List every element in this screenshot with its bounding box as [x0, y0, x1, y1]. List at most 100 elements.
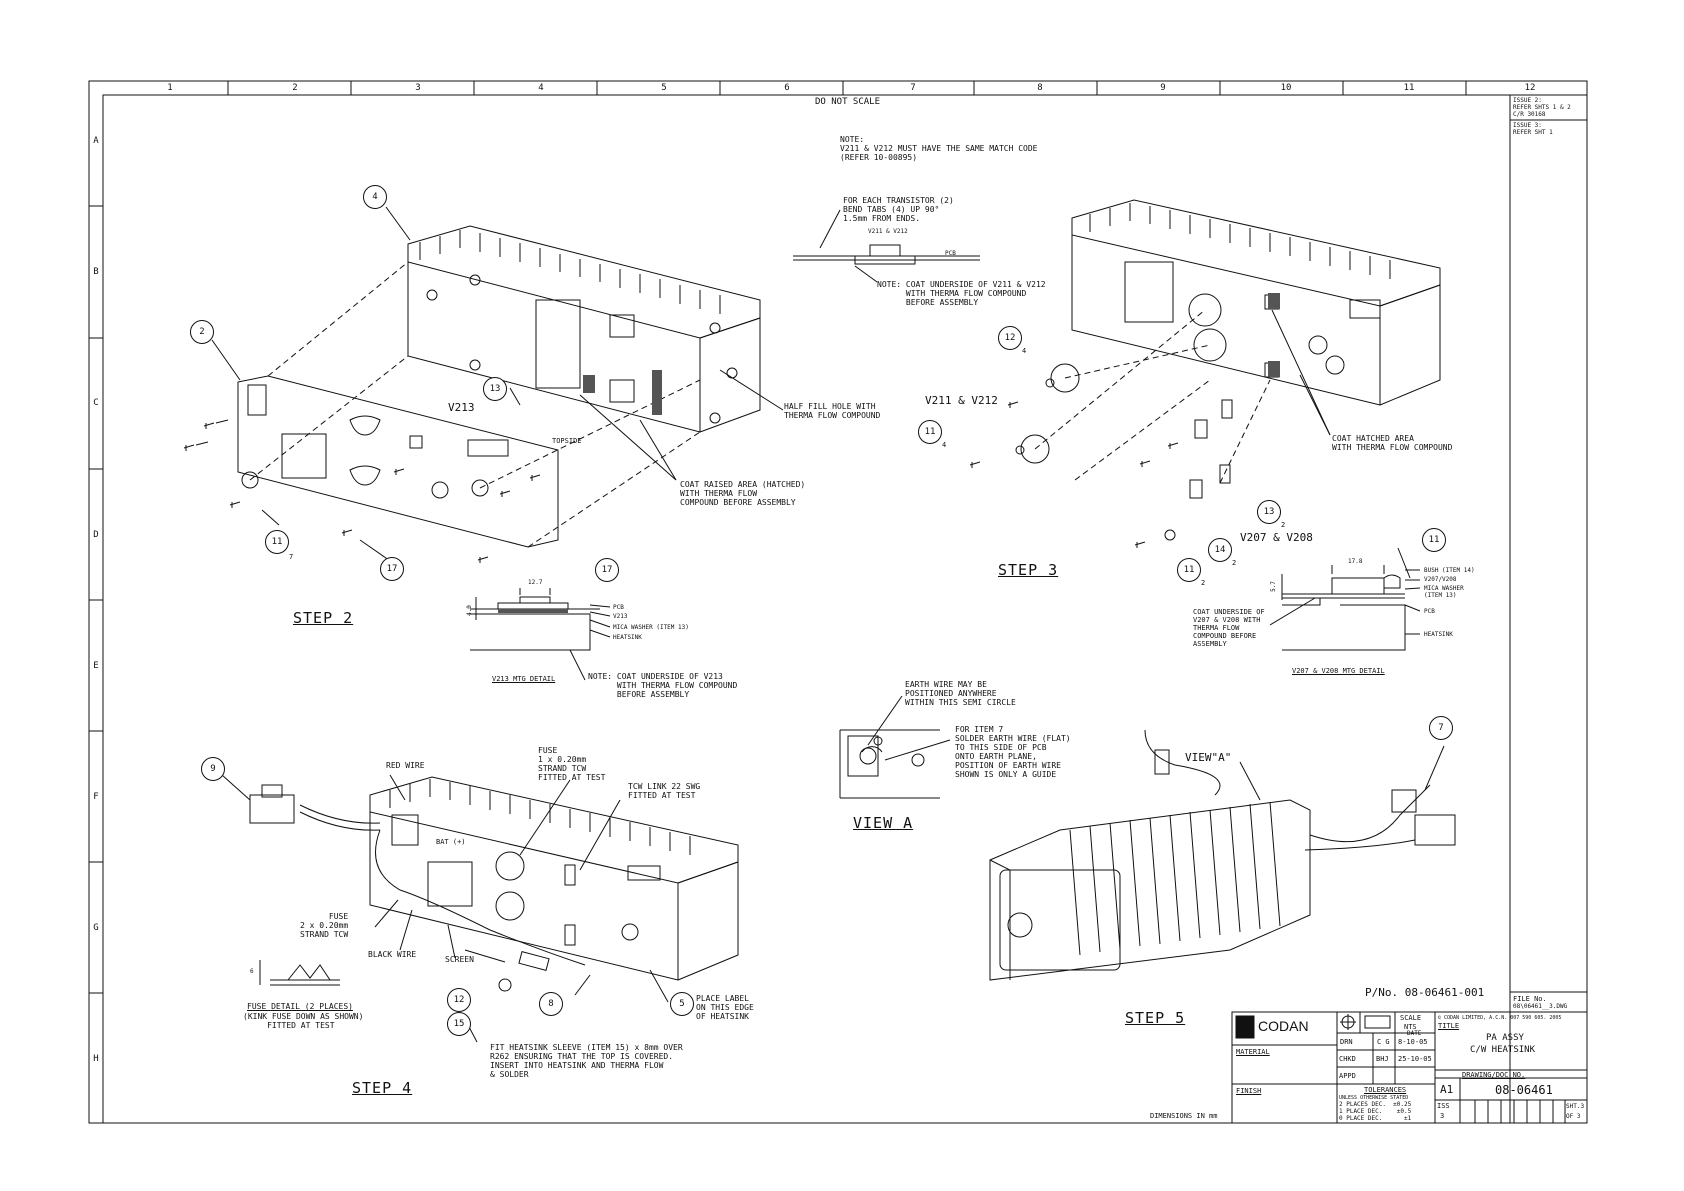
v207-dim-width: 17.8 [1348, 558, 1363, 565]
drn-initials: C G [1377, 1038, 1390, 1046]
item7-note: FOR ITEM 7 SOLDER EARTH WIRE (FLAT) TO T… [955, 725, 1071, 779]
file-value: 08\06461__3.DWG [1513, 1003, 1568, 1010]
row-ticks [89, 205, 103, 994]
step-3-title: STEP 3 [998, 561, 1059, 579]
v213-mtg-detail [470, 588, 611, 681]
outer-frame [88, 80, 1588, 1124]
qty-subscript: 4 [942, 441, 947, 449]
v211-v212-small-label: V211 & V212 [868, 228, 908, 235]
qty-subscript: 7 [289, 553, 294, 561]
scale-label: SCALE [1400, 1014, 1422, 1022]
item-balloon-14: 14 [1208, 538, 1232, 562]
step2-screws [183, 419, 541, 563]
chkd-label: CHKD [1339, 1055, 1356, 1063]
item-balloon-12: 12 [447, 988, 471, 1012]
topside-label: TOPSIDE [552, 437, 582, 445]
title-label: TITLE [1438, 1022, 1460, 1030]
fuse-tcw-note: FUSE 1 x 0.20mm STRAND TCW FITTED AT TES… [538, 746, 606, 782]
inner-frame [102, 94, 1588, 1124]
tolerance-rows: 2 PLACES DEC. ±0.25 1 PLACE DEC. ±0.5 0 … [1339, 1101, 1412, 1122]
qty-subscript: 2 [1281, 521, 1286, 529]
row-label: E [93, 661, 99, 671]
fuse-detail-dim: 6 [250, 968, 254, 975]
item-balloon-7: 7 [1429, 716, 1453, 740]
step2-explode-lines [249, 261, 701, 548]
step4-heatsink [369, 776, 739, 981]
drn-label: DRN [1340, 1038, 1353, 1046]
item-balloon-4: 4 [363, 185, 387, 209]
drawing-number: 08-06461 [1495, 1083, 1553, 1097]
copyright: © CODAN LIMITED, A.C.N. 007 590 605. 200… [1438, 1015, 1562, 1021]
tcw-link-note: TCW LINK 22 SWG FITTED AT TEST [628, 782, 701, 800]
step4-wires [249, 784, 586, 992]
v213-stack-v213: V213 [613, 613, 628, 620]
v207-stack-pcb: PCB [1424, 608, 1435, 615]
column-label: 8 [1037, 83, 1043, 93]
title-line-1: PA ASSY [1486, 1033, 1524, 1043]
issue-3-note: ISSUE 3: REFER SHT 1 [1513, 122, 1553, 136]
heatsink-sleeve-note: FIT HEATSINK SLEEVE (ITEM 15) x 8mm OVER… [490, 1043, 683, 1079]
fuse-detail-sketch [259, 960, 340, 986]
qty-subscript: 2 [1201, 579, 1206, 587]
item-balloon-11: 11 [918, 420, 942, 444]
row-label: D [93, 530, 99, 540]
earth-wire-note: EARTH WIRE MAY BE POSITIONED ANYWHERE WI… [905, 680, 1016, 707]
do-not-scale: DO NOT SCALE [815, 97, 881, 107]
v207-stack-mica: MICA WASHER (ITEM 13) [1424, 585, 1464, 599]
scale-value: NTS [1404, 1023, 1417, 1031]
column-label: 12 [1524, 83, 1536, 93]
tolerances-label: TOLERANCES [1364, 1086, 1407, 1094]
step-2-title: STEP 2 [293, 609, 354, 627]
coat-hatched-note: COAT HATCHED AREA WITH THERMA FLOW COMPO… [1332, 434, 1453, 452]
item-balloon-17: 17 [595, 558, 619, 582]
v207-mtg-detail [1269, 565, 1421, 651]
match-code-note: NOTE: V211 & V212 MUST HAVE THE SAME MAT… [840, 135, 1038, 162]
dimensions-note: DIMENSIONS IN mm [1150, 1112, 1218, 1120]
v213-detail-title: V213 MTG DETAIL [492, 675, 556, 683]
item-balloon-11: 11 [1177, 558, 1201, 582]
v207-dim-height: 5.7 [1269, 581, 1277, 592]
row-label: F [93, 792, 99, 802]
item-balloon-9: 9 [201, 757, 225, 781]
step4-leaders [221, 774, 669, 1043]
bend-tabs-note: FOR EACH TRANSISTOR (2) BEND TABS (4) UP… [843, 196, 954, 223]
column-label: 6 [784, 83, 790, 93]
step3-components [969, 363, 1233, 548]
column-label: 7 [910, 83, 916, 93]
column-ticks [227, 81, 1467, 95]
v213-dim-width: 12.7 [528, 579, 543, 586]
sheet-size: A1 [1440, 1083, 1454, 1096]
v213-stack-pcb: PCB [613, 604, 624, 611]
item-balloon-11: 11 [1422, 528, 1446, 552]
place-label-note: PLACE LABEL ON THIS EDGE OF HEATSINK [696, 994, 754, 1021]
column-label: 9 [1160, 83, 1166, 93]
item-balloon-8: 8 [539, 992, 563, 1016]
row-label: A [93, 136, 99, 146]
column-label: 11 [1403, 83, 1415, 93]
view-a-sketch [839, 695, 951, 799]
material-label: MATERIAL [1236, 1048, 1270, 1056]
coat-raised-note: COAT RAISED AREA (HATCHED) WITH THERMA F… [680, 480, 806, 507]
step3-explode-lines [1034, 309, 1271, 484]
v213-stack-mica: MICA WASHER (ITEM 13) [613, 624, 689, 631]
bat-label: BAT (+) [436, 838, 466, 846]
column-label: 10 [1280, 83, 1292, 93]
black-wire-label: BLACK WIRE [368, 950, 417, 959]
view-a-arrow-label: VIEW"A" [1185, 751, 1232, 764]
item-balloon-13: 13 [1257, 500, 1281, 524]
item-balloon-2: 2 [190, 320, 214, 344]
step5-assembly [989, 729, 1456, 981]
drn-date: 8-10-05 [1398, 1038, 1428, 1046]
qty-subscript: 4 [1022, 347, 1027, 355]
qty-subscript: 2 [1232, 559, 1237, 567]
step2-pcb [237, 375, 559, 548]
unless-label: UNLESS OTHERWISE STATED [1339, 1095, 1409, 1101]
fuse-strand-note: FUSE 2 x 0.20mm STRAND TCW [300, 912, 349, 939]
date-label: DATE [1407, 1030, 1422, 1037]
file-label: FILE No. [1513, 995, 1547, 1003]
row-label: G [93, 923, 99, 933]
item-balloon-12: 12 [998, 326, 1022, 350]
sheet-number: SHT.3 [1566, 1103, 1585, 1110]
v213-label: V213 [448, 401, 475, 414]
issue-value: 3 [1440, 1112, 1445, 1120]
